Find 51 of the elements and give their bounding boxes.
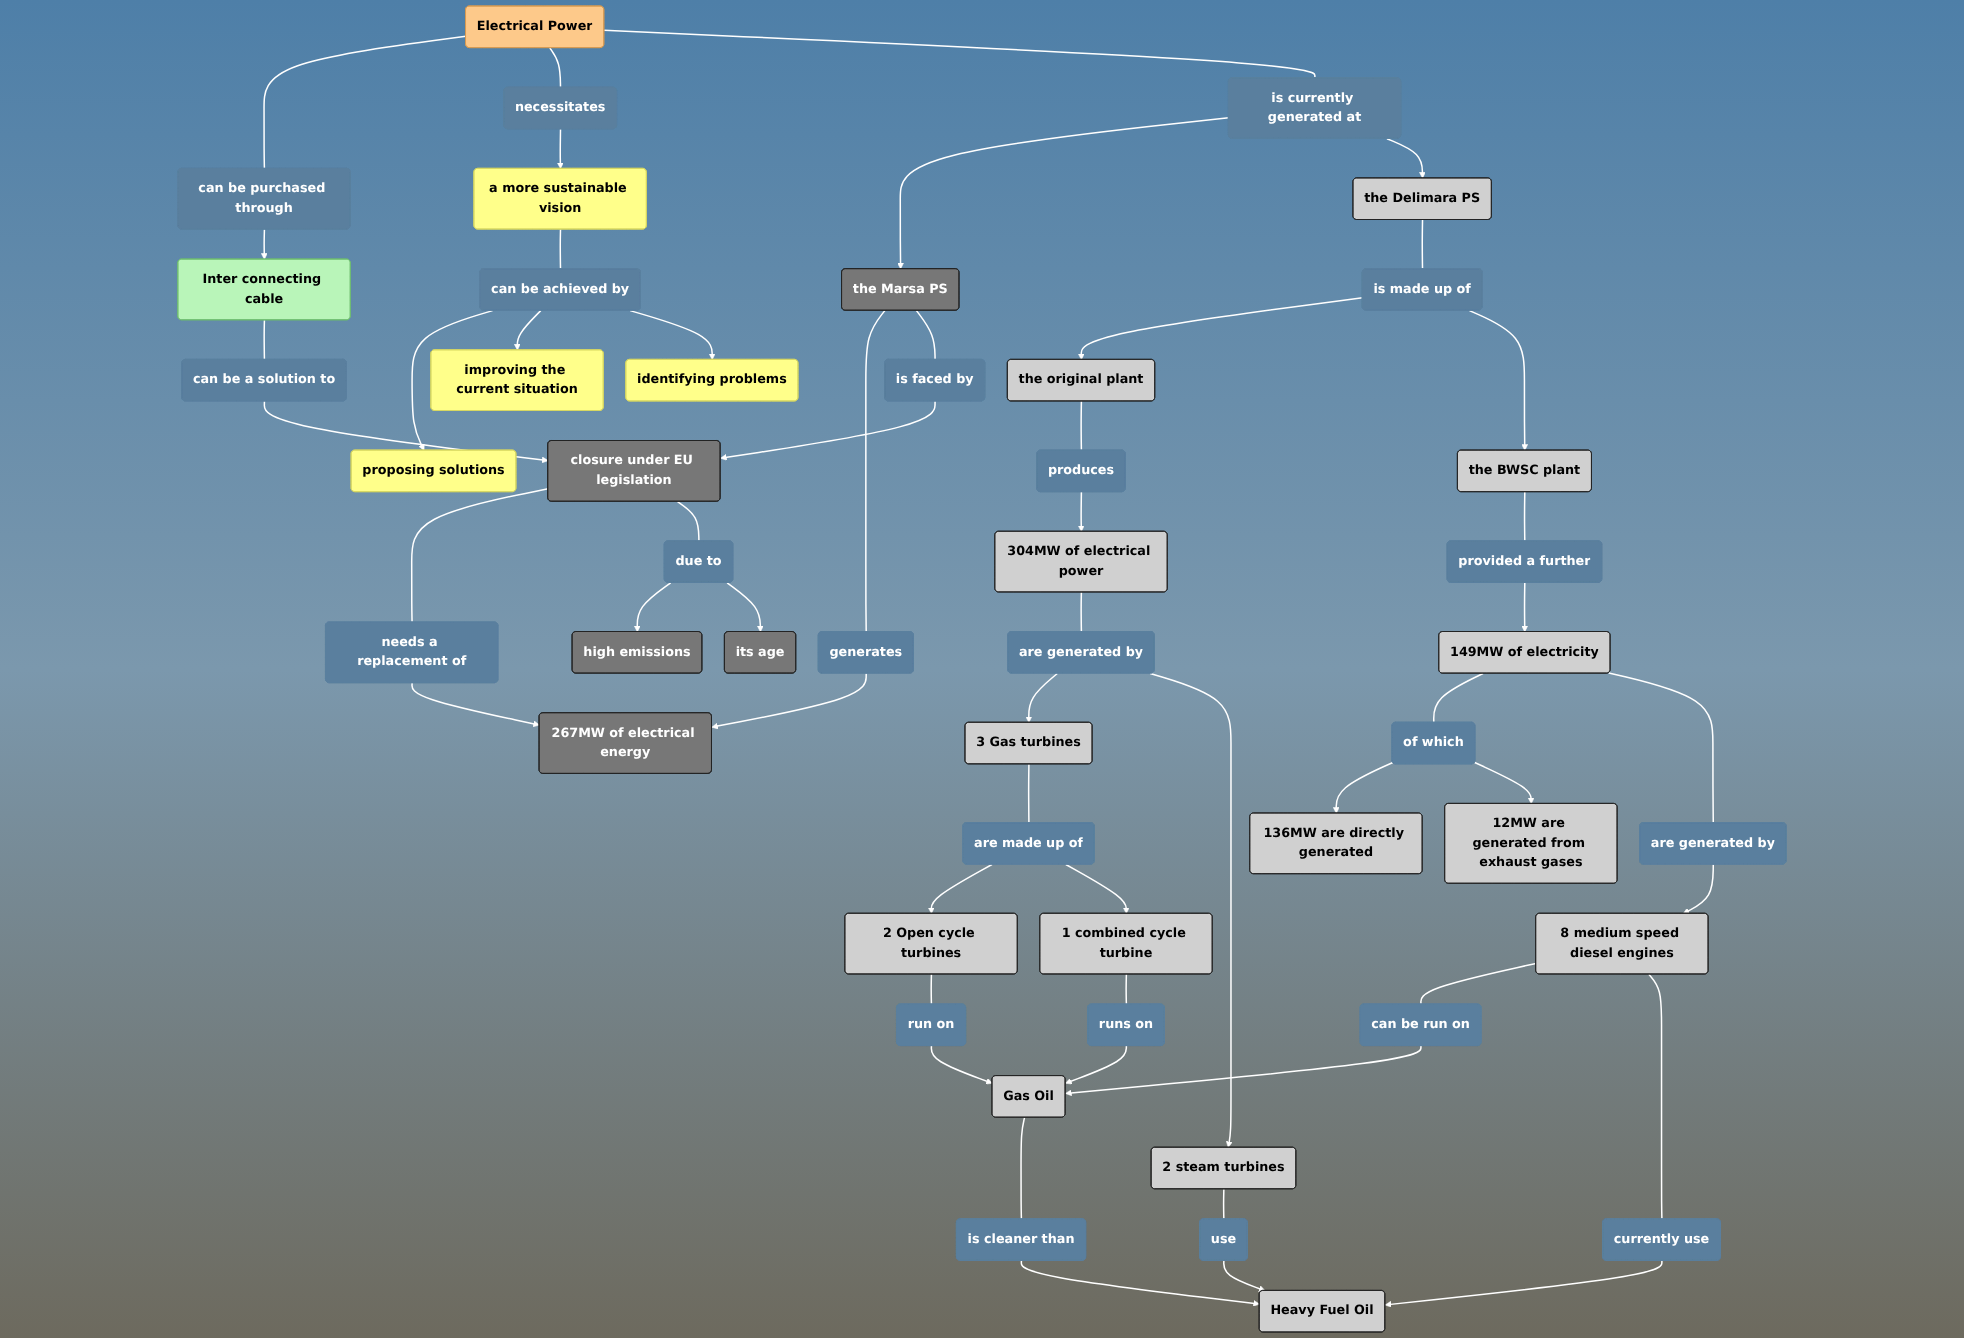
arrow — [411, 309, 494, 451]
arrow — [1474, 761, 1535, 805]
connector — [1523, 491, 1526, 542]
arrow — [411, 682, 540, 728]
arrow — [633, 582, 672, 633]
connector — [1020, 1116, 1026, 1220]
connector — [549, 47, 562, 89]
arrow — [629, 309, 716, 360]
connector — [1648, 973, 1663, 1220]
connector — [676, 500, 700, 542]
arrow — [1025, 672, 1059, 723]
connector — [263, 35, 467, 170]
connector — [1027, 763, 1030, 824]
arrow — [1682, 863, 1714, 914]
connector — [865, 309, 886, 633]
arrow — [897, 117, 1230, 270]
arrow — [1386, 137, 1426, 179]
arrow — [1020, 1260, 1260, 1307]
connector — [1420, 962, 1537, 1006]
connector — [1080, 400, 1083, 452]
connector — [915, 309, 936, 361]
arrow — [720, 400, 936, 461]
connector — [263, 319, 266, 361]
arrow — [726, 582, 764, 633]
connector — [930, 973, 933, 1006]
arrow — [1468, 309, 1528, 451]
arrow — [1065, 1045, 1128, 1085]
arrow — [1065, 1045, 1422, 1097]
connector — [1080, 591, 1083, 633]
arrow — [930, 1045, 993, 1085]
arrow — [260, 228, 268, 260]
arrow — [1078, 297, 1364, 360]
arrow — [1077, 491, 1085, 532]
connector — [1608, 672, 1714, 824]
connector — [559, 228, 562, 270]
arrow — [1521, 582, 1528, 633]
arrow — [1384, 1260, 1663, 1308]
connector — [603, 29, 1316, 79]
connector — [1125, 973, 1128, 1006]
arrow — [1332, 761, 1394, 814]
arrow — [1149, 672, 1233, 1148]
arrow — [514, 309, 542, 351]
arrow — [928, 863, 993, 914]
connector — [1222, 1188, 1225, 1220]
connector — [1421, 219, 1424, 270]
arrow — [1065, 863, 1130, 914]
arrow — [711, 672, 867, 730]
arrow — [1223, 1260, 1266, 1292]
arrow — [557, 128, 564, 169]
connector — [410, 488, 549, 624]
connector — [1432, 672, 1484, 724]
